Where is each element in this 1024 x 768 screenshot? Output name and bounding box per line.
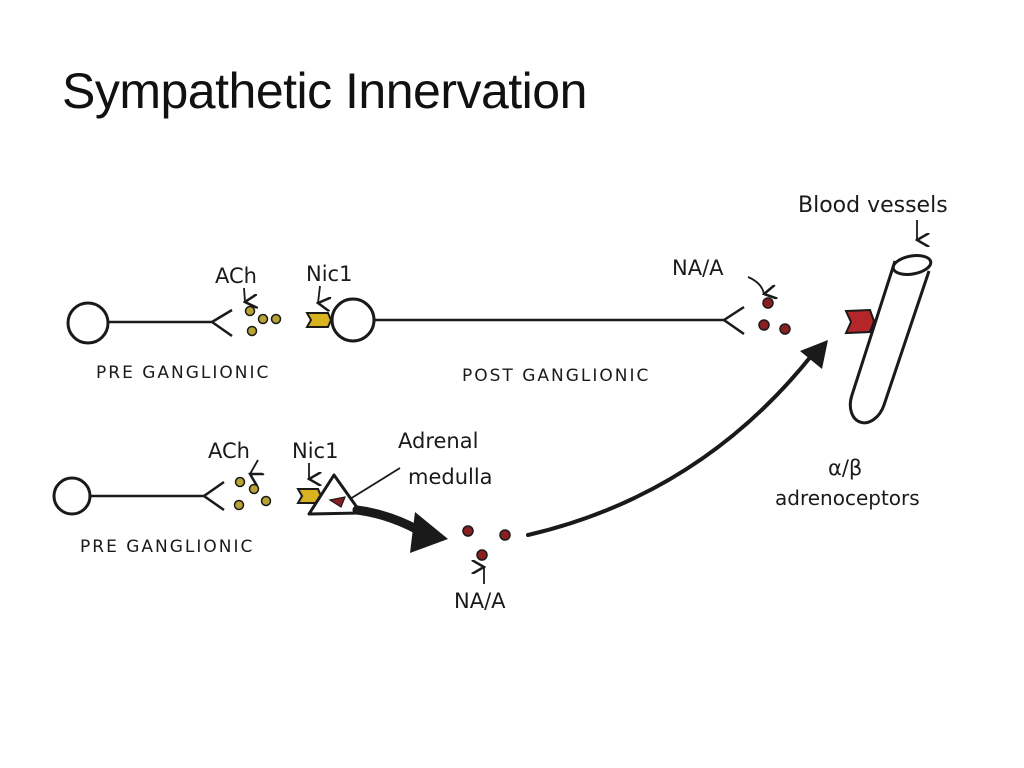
na-vesicle — [462, 525, 474, 537]
ach-vesicle — [248, 483, 260, 495]
adrenal-medulla-label-line2: medulla — [408, 465, 493, 489]
ach-vesicles-bottom — [233, 476, 272, 511]
vessel-receptor — [844, 308, 876, 335]
preganglionic-terminal-bottom — [201, 480, 225, 512]
na-vesicles-top — [758, 297, 791, 335]
nic-pointer-top — [318, 285, 320, 303]
postganglionic-terminal — [721, 305, 745, 336]
na-vesicle — [758, 319, 770, 331]
na-vesicle — [779, 323, 791, 335]
vessel-tube — [848, 260, 931, 425]
nic-label-top: Nic1 — [306, 262, 352, 286]
ach-pointer-top — [244, 287, 245, 302]
ach-pointer-bottom — [250, 459, 258, 474]
slide-title: Sympathetic Innervation — [62, 63, 587, 119]
blood-vessels-label: Blood vessels — [798, 193, 948, 218]
ach-vesicles-top — [244, 305, 282, 337]
receptors-label-line2: adrenoceptors — [775, 486, 920, 510]
ach-label-top: ACh — [215, 264, 257, 288]
ach-vesicle — [244, 305, 256, 317]
adrenal-medulla-pointer — [349, 467, 401, 500]
circulation-arrow-shaft — [526, 353, 814, 537]
preganglionic-terminal-top — [209, 308, 233, 338]
ach-label-bottom: ACh — [208, 439, 250, 463]
ach-vesicle — [246, 325, 258, 337]
pre-ganglionic-label-top: PRE GANGLIONIC — [96, 363, 270, 383]
na-vesicle — [499, 529, 511, 541]
ach-vesicle — [234, 476, 246, 488]
pre-ganglionic-label-bottom: PRE GANGLIONIC — [80, 537, 254, 557]
secretion-arrow-head — [410, 512, 448, 553]
adrenal-medulla-granule — [328, 496, 346, 508]
preganglionic-cell-body-top — [66, 301, 110, 345]
nicotinic-receptor-top — [305, 312, 333, 328]
na-vesicle — [476, 549, 488, 561]
nic-label-bottom: Nic1 — [292, 439, 338, 463]
na-vesicle — [762, 297, 774, 309]
bottom-pathway: ACh Nic1 Adrenal medulla NA/A α/β adreno… — [52, 340, 920, 613]
ach-vesicle — [270, 313, 282, 325]
adrenal-medulla-cell — [307, 473, 363, 516]
receptors-label-line1: α/β — [828, 456, 862, 480]
na-vesicles-bottom — [462, 525, 511, 561]
na-a-pointer-top — [747, 276, 764, 294]
adrenal-medulla-label-line1: Adrenal — [398, 429, 478, 453]
ach-vesicle — [257, 313, 269, 325]
circulation-arrow-head — [800, 340, 828, 369]
post-ganglionic-label: POST GANGLIONIC — [462, 366, 650, 386]
ach-vesicle — [260, 495, 272, 507]
preganglionic-cell-body-bottom — [52, 476, 92, 516]
postganglionic-cell-body — [330, 297, 376, 343]
na-a-label-top: NA/A — [672, 256, 724, 280]
ach-vesicle — [233, 499, 245, 511]
blood-vessel: Blood vessels — [798, 193, 948, 425]
vessel-opening — [891, 254, 933, 276]
na-a-label-bottom: NA/A — [454, 589, 506, 613]
top-pathway: ACh Nic1 NA/A PRE GANGLIONIC POST GANGLI… — [66, 256, 791, 386]
secretion-arrow-shaft — [352, 505, 423, 535]
